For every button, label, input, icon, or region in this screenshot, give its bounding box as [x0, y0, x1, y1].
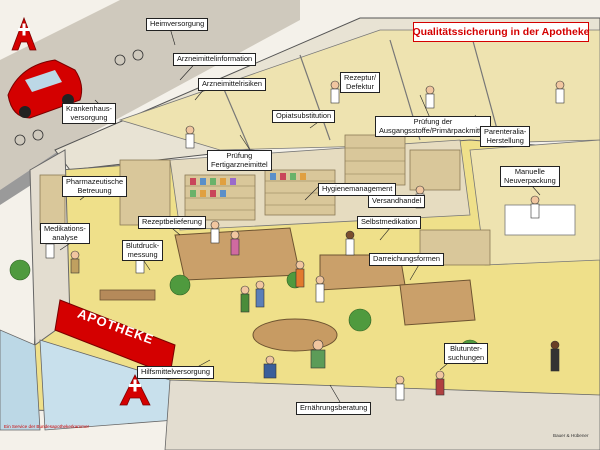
label-text: Krankenhaus-	[66, 104, 113, 113]
label-ernaehrungsberatung: Ernährungsberatung	[296, 402, 372, 415]
label-arzneimittelrisiken: Arzneimittelrisiken	[198, 78, 266, 91]
label-arzneimittelinformation: Arzneimittelinformation	[173, 53, 257, 66]
label-text: Defektur	[346, 81, 374, 91]
label-parenteralia: Parenteralia-Herstellung	[480, 126, 531, 148]
page-title: Qualitätssicherung in der Apotheke	[412, 26, 590, 38]
label-text: Rezeptbelieferung	[142, 217, 202, 226]
label-text: Hilfsmittelversorgung	[141, 367, 211, 376]
label-heimversorgung: Heimversorgung	[146, 18, 209, 31]
label-text: Ernährungsberatung	[300, 403, 368, 412]
street	[0, 0, 300, 190]
label-text: Ausgangsstoffe/Primärpackmittel	[379, 125, 487, 135]
label-medikationsanalyse: Medikations-analyse	[40, 223, 90, 245]
label-text: Pharmazeutische	[66, 177, 124, 186]
label-opiatsubstitution: Opiatsubstitution	[272, 110, 336, 123]
label-text: Arzneimittelrisiken	[202, 79, 262, 88]
label-text: Blutdruck-	[126, 241, 160, 250]
label-text: Neuverpackung	[504, 175, 556, 185]
apotheke-a-logo-storefront	[119, 374, 151, 406]
label-text: Versandhandel	[372, 196, 422, 205]
label-text: Fertigarzneimittel	[211, 159, 268, 169]
label-text: Opiatsubstitution	[276, 111, 332, 120]
label-text: analyse	[52, 232, 78, 242]
label-text: Selbstmedikation	[361, 217, 418, 226]
label-text: Arzneimittelinformation	[177, 54, 253, 63]
label-text: Darreichungsformen	[373, 254, 440, 263]
label-selbstmedikation: Selbstmedikation	[357, 216, 422, 229]
label-blutdruckmessung: Blutdruck-messung	[122, 240, 164, 262]
label-text: Manuelle	[514, 167, 545, 176]
label-text: Prüfung der	[413, 117, 453, 126]
label-text: Medikations-	[44, 224, 86, 233]
artist-signature: Bauer & Hübener	[553, 433, 589, 438]
footer-credit: Ein Service der Bundesapothekerkammer	[4, 424, 90, 429]
label-text: Prüfung	[226, 151, 253, 160]
apotheke-a-logo	[11, 16, 37, 51]
label-text: suchungen	[448, 352, 485, 362]
label-versandhandel: Versandhandel	[368, 195, 426, 208]
label-hygienemanagement: Hygienemanagement	[318, 183, 397, 196]
label-rezeptbelieferung: Rezeptbelieferung	[138, 216, 206, 229]
label-text: versorgung	[70, 112, 108, 122]
label-text: Rezeptur/	[344, 73, 377, 82]
label-darreichungsformen: Darreichungsformen	[369, 253, 444, 266]
label-krankenhausversorgung: Krankenhaus-versorgung	[62, 103, 117, 125]
label-blutuntersuchungen: Blutunter-suchungen	[444, 343, 489, 365]
label-rezeptur-defektur: Rezeptur/Defektur	[340, 72, 381, 94]
label-text: Betreuung	[77, 185, 112, 195]
label-text: Blutunter-	[450, 344, 483, 353]
label-hilfsmittelversorgung: Hilfsmittelversorgung	[137, 366, 215, 379]
label-text: Hygienemanagement	[322, 184, 393, 193]
label-text: Heimversorgung	[150, 19, 205, 28]
title-banner: Qualitätssicherung in der Apotheke	[412, 22, 590, 42]
label-text: Parenteralia-	[484, 127, 527, 136]
label-text: messung	[127, 249, 158, 259]
label-text: Herstellung	[486, 135, 524, 145]
